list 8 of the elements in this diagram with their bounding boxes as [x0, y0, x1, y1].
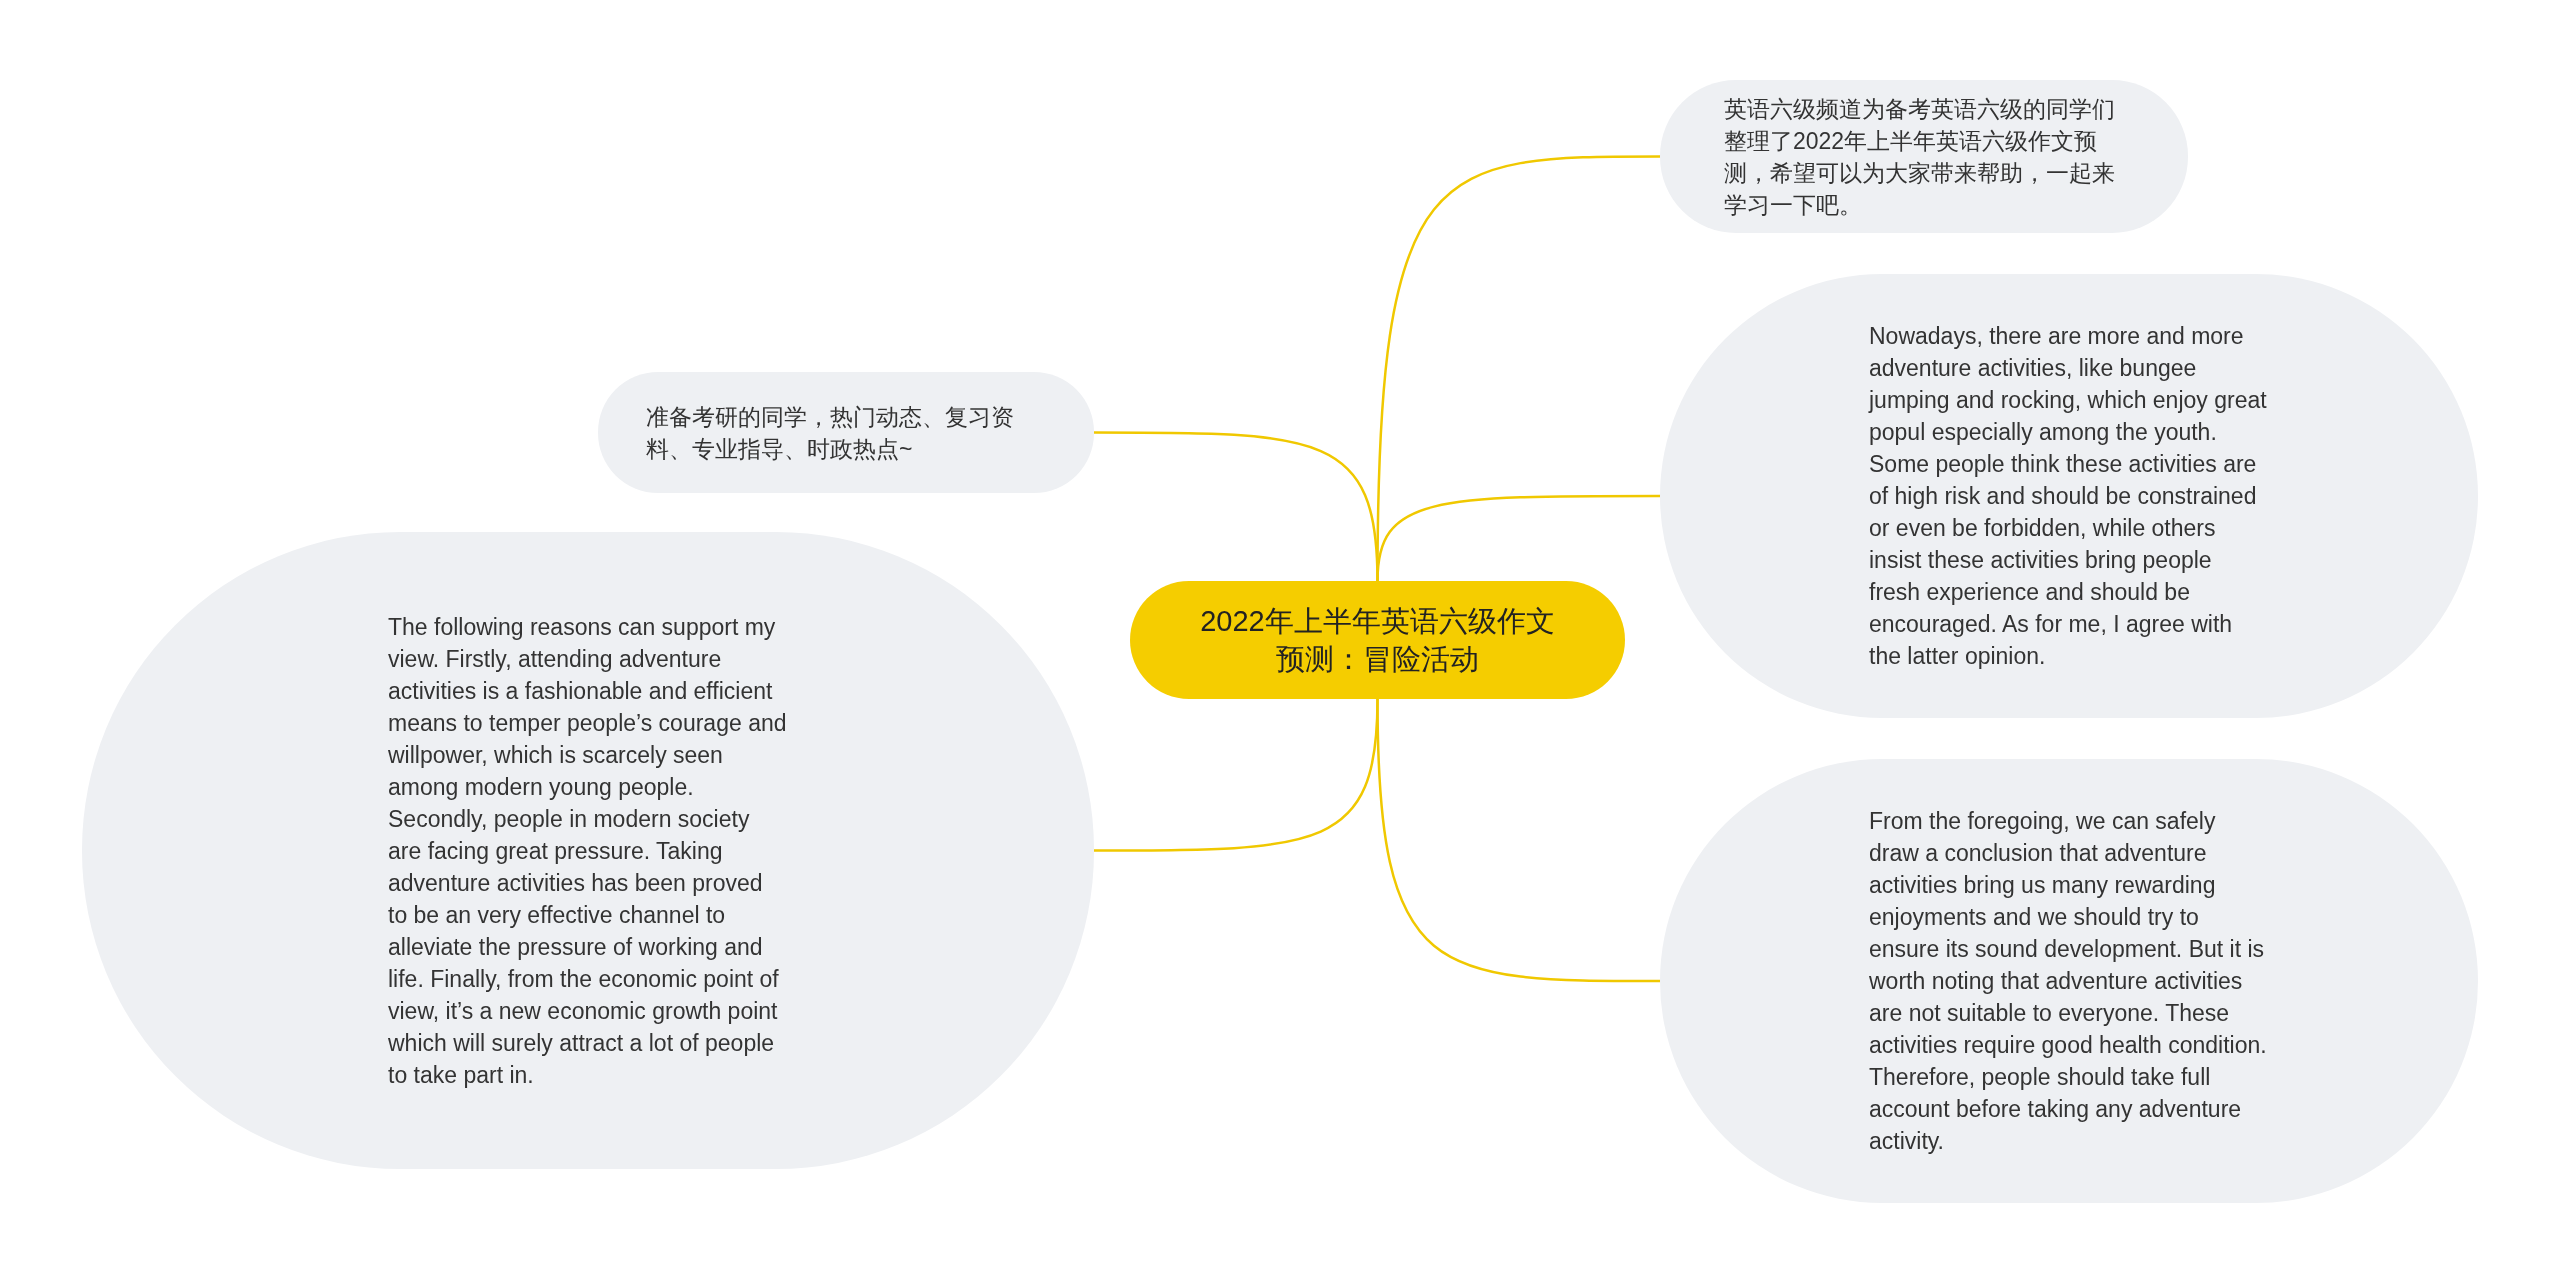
topic-text: 英语六级频道为备考英语六级的同学们整理了2022年上半年英语六级作文预测，希望可以为大家带来帮助，一起来学习一下吧。 [1724, 94, 2116, 220]
topic-text: The following reasons can support my view. Firstly, attending adventure activities is a fashionable and efficient means to temper people’s courage and willpower, which is scarcely seen among modern young people. Secondly, people in modern society are facing great pressure. Taking adventure activities has been proved to be an very effective channel to alleviate the pressure of working and life. Finally, from the economic point of view, it’s a new economic growth point which will surely attract a lot of people to take part in. [388, 612, 788, 1090]
topic-text: 准备考研的同学，热门动态、复习资料、专业指导、时政热点~ [646, 402, 1015, 464]
branch-line [1094, 698, 1379, 852]
topic-text: From the foregoing, we can safely draw a conclusion that adventure activities bring us many rewarding enjoyments and we should try to ensure its sound development. But it is worth noting that adventure activities are not suitable to everyone. These activities require good health condition. Therefore, people should take full account before taking any adventure activity. [1869, 807, 2268, 1156]
central-topic-text: 2022年上半年英语六级作文预测：冒险活动 [1199, 604, 1556, 677]
topic-text: Nowadays, there are more and more adventure activities, like bungee jumping and rocking, which enjoy great popul especially among the youth. Some people think these activities are of high risk and should be constrained or even be forbidden, while others insist these activities bring people fresh experience and should be encouraged. As for me, I agree with the latter opinion. [1869, 322, 2268, 671]
branch-line [1094, 431, 1379, 582]
